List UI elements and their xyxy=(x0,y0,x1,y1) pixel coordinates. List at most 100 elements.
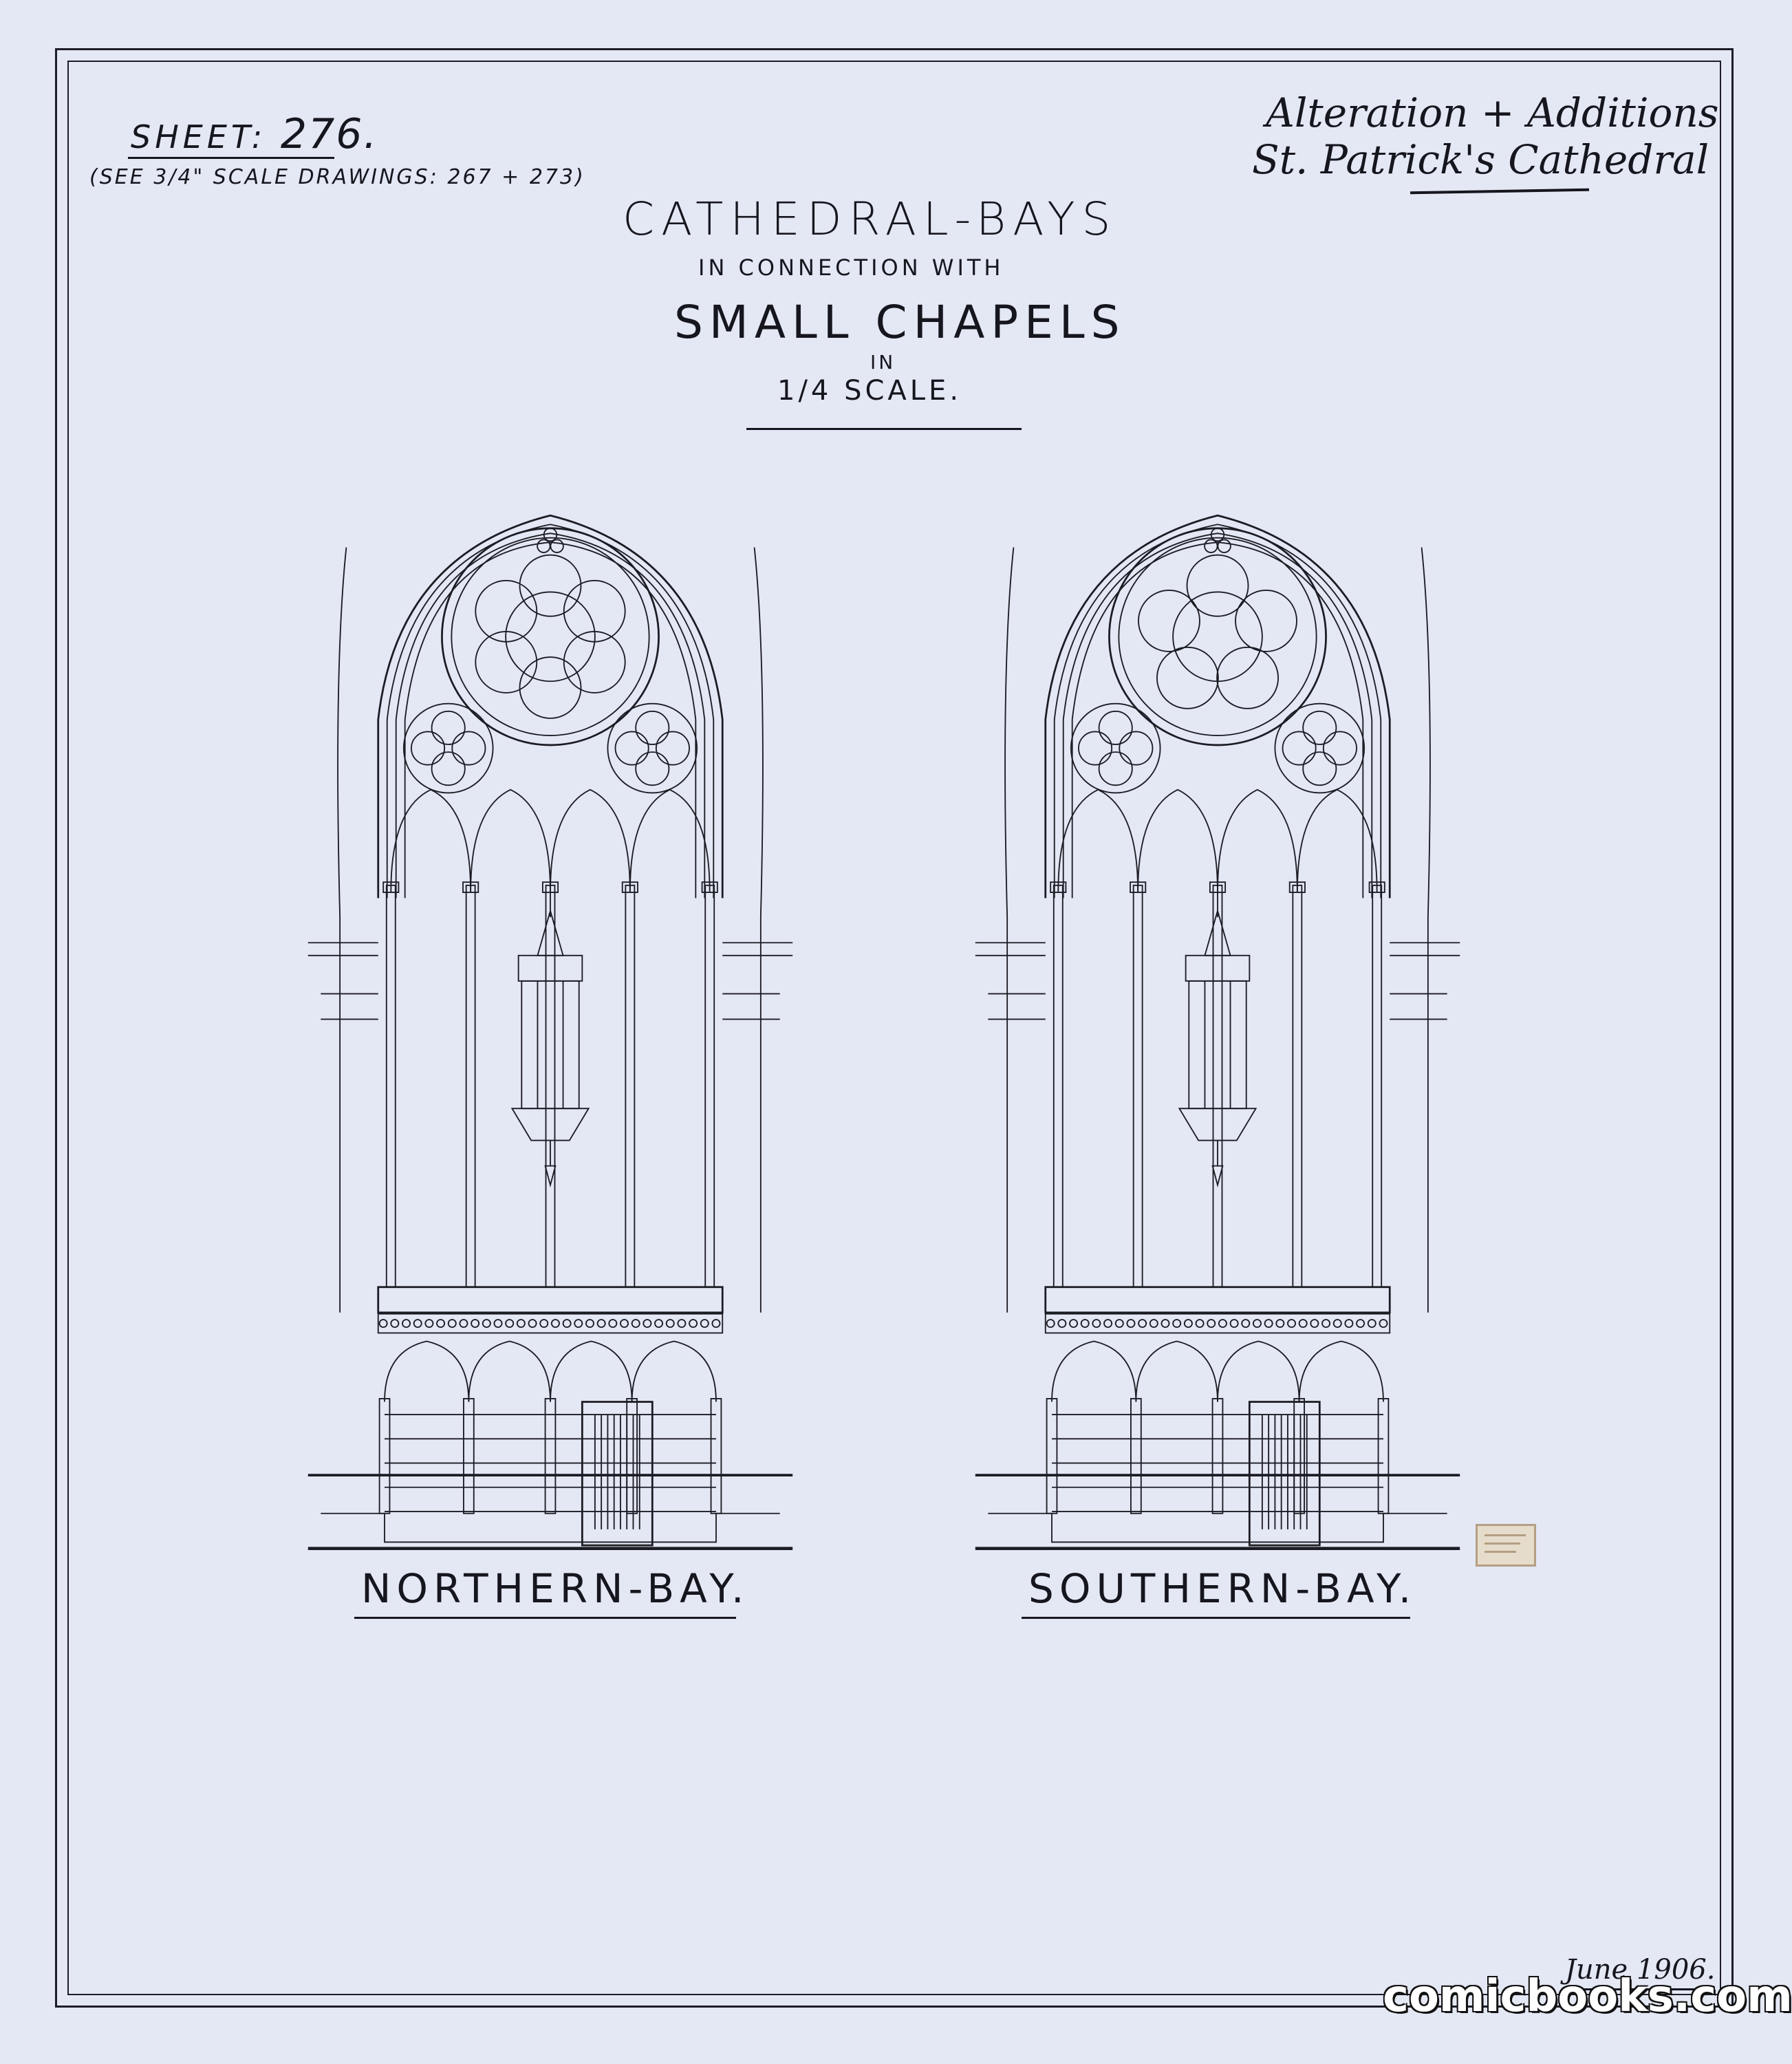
mullion xyxy=(625,884,636,1288)
scale-drawings-note: (SEE 3/4" SCALE DRAWINGS: 267 + 273) xyxy=(89,165,585,189)
frieze-ornament xyxy=(1356,1319,1365,1329)
frieze-ornament xyxy=(436,1319,446,1329)
frieze-ornament xyxy=(1195,1319,1205,1329)
arcade-column xyxy=(463,1398,475,1514)
rose-center xyxy=(505,591,596,682)
lantern-spire xyxy=(1204,908,1231,956)
mullion-capital xyxy=(1368,881,1385,893)
arcade-column xyxy=(1377,1398,1390,1514)
sheet-number-value: 276. xyxy=(280,110,378,158)
arcade-arch xyxy=(631,1340,717,1402)
plinth xyxy=(988,1512,1447,1543)
frieze-ornament xyxy=(665,1319,675,1329)
lancet-arch xyxy=(1217,788,1298,892)
lancet-arch xyxy=(1296,788,1378,892)
frieze-ornament xyxy=(1149,1319,1158,1329)
title-underline xyxy=(746,428,1022,430)
sheet-number: SHEET: 276. xyxy=(131,110,378,158)
frieze-ornament xyxy=(1114,1319,1124,1329)
lancet-arch xyxy=(1057,788,1139,892)
frieze-ornament xyxy=(1161,1319,1170,1329)
quatrefoil-tracery xyxy=(614,710,690,786)
frieze-ornament xyxy=(1103,1319,1113,1329)
frieze-ornament xyxy=(528,1319,537,1329)
lantern-finial xyxy=(1211,1140,1224,1188)
northern-bay-underline xyxy=(354,1617,736,1619)
rose-tracery xyxy=(475,554,626,719)
lancet-arch xyxy=(550,788,631,892)
frieze-ornament xyxy=(459,1319,468,1329)
arcade-column xyxy=(1046,1398,1058,1514)
frieze-ornament xyxy=(608,1319,618,1329)
arcade-arch xyxy=(384,1340,470,1402)
buttress-right xyxy=(753,547,764,1313)
frieze-ornament xyxy=(493,1319,503,1329)
frieze-ornament xyxy=(677,1319,687,1329)
arcade-column xyxy=(544,1398,557,1514)
lantern-spire xyxy=(537,908,564,956)
mullion xyxy=(1052,884,1064,1288)
frieze-ornament xyxy=(505,1319,515,1329)
arcade-column xyxy=(1211,1398,1224,1514)
arch-moulding xyxy=(1044,514,1391,899)
title-main: CATHEDRAL-BAYS xyxy=(623,193,1118,246)
alteration-note: Alteration + Additions xyxy=(1266,89,1719,136)
lantern-bars xyxy=(1204,980,1231,1109)
apex-trefoil xyxy=(1204,527,1231,553)
mullion-capital xyxy=(462,881,479,893)
frieze-ornament xyxy=(711,1319,721,1329)
frieze-ornament xyxy=(390,1319,400,1329)
chapel-door xyxy=(1248,1401,1321,1547)
outer-border xyxy=(55,48,1734,2008)
apex-trefoil xyxy=(537,527,564,553)
arcade-column xyxy=(1130,1398,1142,1514)
mullion xyxy=(704,884,715,1288)
frieze-ledge xyxy=(377,1286,724,1314)
frieze-ornament xyxy=(1275,1319,1285,1329)
rose-center xyxy=(1172,591,1263,682)
frieze-ornament xyxy=(596,1319,606,1329)
frieze-ornament xyxy=(689,1319,698,1329)
frieze-ornament xyxy=(1126,1319,1136,1329)
plinth xyxy=(321,1512,780,1543)
arcade-column xyxy=(1293,1398,1305,1514)
buttress-left xyxy=(337,547,347,1313)
frieze-ornament xyxy=(1367,1319,1377,1329)
mullion-capital xyxy=(382,881,400,893)
mullion-capital xyxy=(1288,881,1306,893)
lancet-arch xyxy=(390,788,472,892)
rose-window-inner-ring xyxy=(1118,537,1317,736)
lantern-bars xyxy=(537,980,564,1109)
inner-border xyxy=(67,61,1721,1995)
southern-bay-underline xyxy=(1022,1617,1410,1619)
frieze-ornament xyxy=(585,1319,594,1329)
arcade-arch xyxy=(1298,1340,1384,1402)
mullion xyxy=(465,884,476,1288)
frieze-ornament xyxy=(1138,1319,1147,1329)
frieze-ornament xyxy=(482,1319,491,1329)
frieze-ornament xyxy=(413,1319,422,1329)
sheet-underline xyxy=(128,157,334,159)
frieze-ornament xyxy=(539,1319,549,1329)
string-course-right xyxy=(722,942,793,1020)
buttress-right xyxy=(1421,547,1431,1313)
frieze-ornament xyxy=(1264,1319,1273,1329)
lantern-base xyxy=(1178,1108,1257,1141)
arcade-arch xyxy=(1051,1340,1137,1402)
lancet-arch xyxy=(629,788,711,892)
frieze-band xyxy=(1044,1313,1391,1334)
frieze-ornament xyxy=(654,1319,664,1329)
frieze-ornament xyxy=(1241,1319,1251,1329)
rose-tracery xyxy=(1138,554,1297,709)
frieze-ornament xyxy=(1379,1319,1388,1329)
mullion xyxy=(1212,884,1223,1288)
frieze-ornament xyxy=(1172,1319,1182,1329)
lancet-arch xyxy=(1137,788,1218,892)
frieze-ornament xyxy=(562,1319,572,1329)
mullion-capital xyxy=(621,881,638,893)
lantern-body xyxy=(1188,980,1247,1110)
frieze-ornament xyxy=(1252,1319,1262,1329)
frieze-ornament xyxy=(1069,1319,1079,1329)
arch-moulding xyxy=(1053,524,1382,899)
frieze-ornament xyxy=(574,1319,583,1329)
